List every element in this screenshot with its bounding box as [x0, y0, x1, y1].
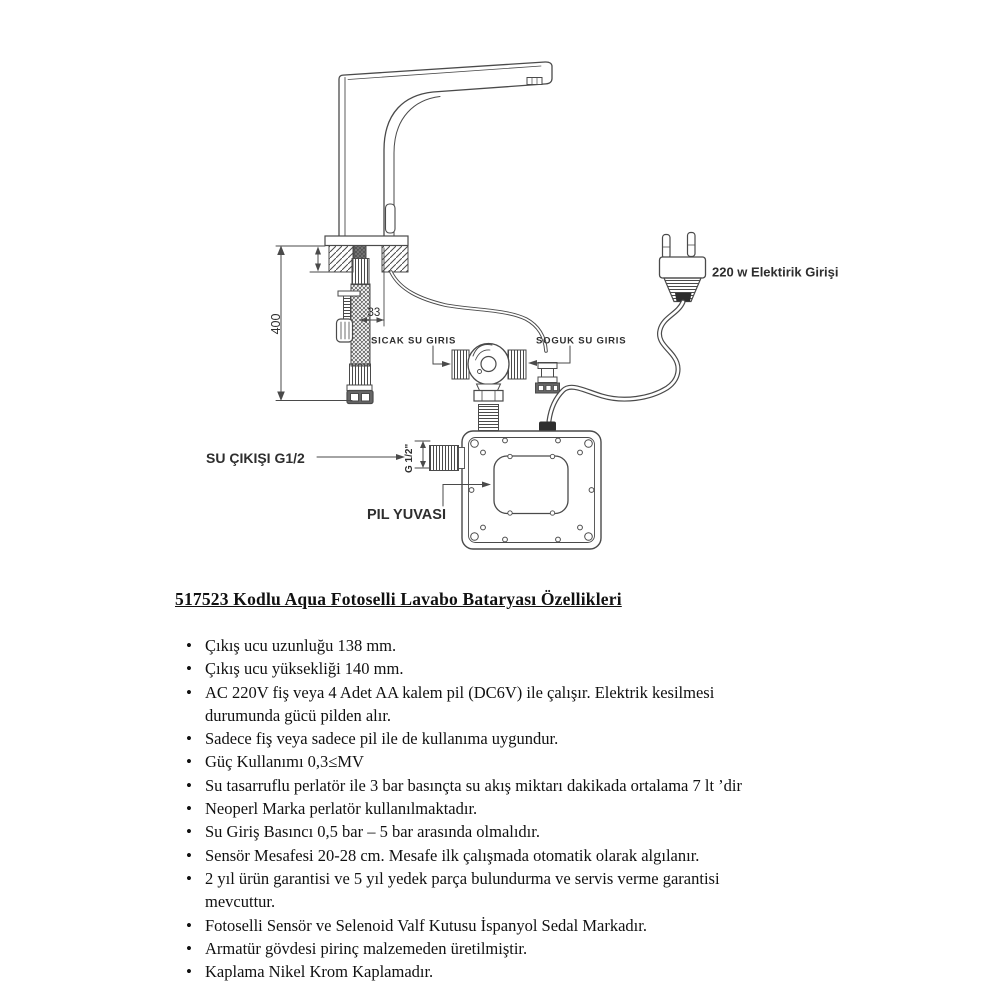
list-item: Su tasarruflu perlatör ile 3 bar basınçt… [175, 774, 875, 798]
water-outlet-callout: SU ÇIKIŞI G1/2 G 1/2" [206, 440, 431, 473]
list-item: 2 yıl ürün garantisi ve 5 yıl yedek parç… [175, 867, 875, 914]
water-outlet-label: SU ÇIKIŞI G1/2 [206, 450, 305, 466]
cold-inlet-fitting [535, 362, 560, 394]
list-item: Sadece fiş veya sadece pil ile de kullan… [175, 727, 875, 751]
dimension-400: 400 [269, 245, 353, 401]
countertop-cross-section [328, 245, 409, 273]
cold-water-label: SOGUK SU GIRIS [536, 336, 626, 347]
dimension-400-label: 400 [269, 314, 283, 335]
list-item: AC 220V fiş veya 4 Adet AA kalem pil (DC… [175, 681, 875, 728]
mounting-stud [335, 290, 361, 343]
hot-water-callout: SICAK SU GIRIS [371, 336, 456, 367]
power-input-label: 220 w Elektirik Girişi [712, 265, 838, 280]
solenoid-battery-box [429, 421, 602, 550]
list-item: Armatür gövdesi pirinç malzemeden üretil… [175, 937, 875, 961]
list-item: Çıkış ucu uzunluğu 138 mm. [175, 634, 875, 658]
dimension-33-label: 33 [368, 307, 381, 319]
tee-valve [451, 342, 527, 431]
list-item: Kaplama Nikel Krom Kaplamadır. [175, 960, 875, 984]
spec-text-block: 517523 Kodlu Aqua Fotoselli Lavabo Batar… [175, 589, 875, 984]
faucet-supply-tube [389, 270, 548, 353]
power-cable [546, 299, 686, 424]
dimension-counter-thickness [309, 246, 334, 273]
outlet-thread-label: G 1/2" [404, 444, 415, 473]
faucet-base-plate [324, 235, 409, 247]
power-plug [658, 231, 707, 303]
list-item: Neoperl Marka perlatör kullanılmaktadır. [175, 797, 875, 821]
hot-water-label: SICAK SU GIRIS [371, 336, 456, 347]
cold-water-callout: SOGUK SU GIRIS [528, 336, 626, 366]
cable-connector [539, 421, 556, 432]
battery-slot-label: PIL YUVASI [367, 507, 446, 523]
list-item: Fotoselli Sensör ve Selenoid Valf Kutusu… [175, 914, 875, 938]
sensor-window [384, 203, 396, 234]
spec-list: Çıkış ucu uzunluğu 138 mm. Çıkış ucu yük… [175, 634, 875, 984]
list-item: Sensör Mesafesi 20-28 cm. Mesafe ilk çal… [175, 844, 875, 868]
page-title: 517523 Kodlu Aqua Fotoselli Lavabo Batar… [175, 589, 622, 609]
dimension-33: 33 [359, 247, 385, 327]
list-item: Çıkış ucu yüksekliği 140 mm. [175, 657, 875, 681]
list-item: Güç Kullanımı 0,3≤MV [175, 750, 875, 774]
list-item: Su Giriş Basıncı 0,5 bar – 5 bar arasınd… [175, 820, 875, 844]
technical-diagram: 400 33 [206, 61, 838, 550]
aerator [526, 77, 543, 85]
faucet-body [324, 61, 553, 247]
battery-cover [493, 455, 569, 515]
flexible-hose [346, 245, 374, 405]
water-outlet-thread [429, 445, 459, 471]
battery-slot-callout: PIL YUVASI [367, 481, 491, 523]
